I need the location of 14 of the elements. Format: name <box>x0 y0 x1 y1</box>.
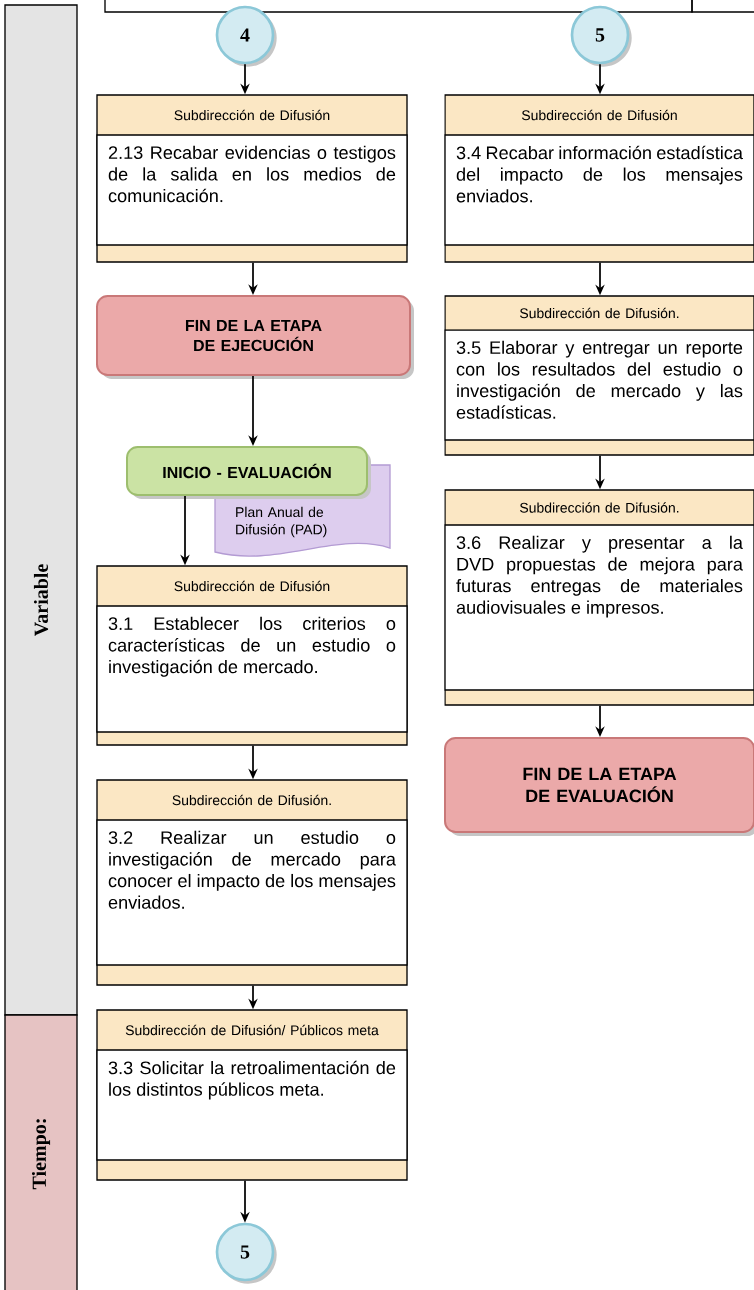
lane-band: Tiempo: <box>4 1014 78 1290</box>
terminal-box: FIN DE LA ETAPA DE EVALUACIÓN <box>444 737 754 836</box>
process-box: Subdirección de Difusión. 3.6 Realizar y presentar a la DVD propuestas de mejora para futuras entregas de materiales audiovisuales e impresos. <box>444 489 754 706</box>
terminal-box: FIN DE LA ETAPA DE EJECUCIÓN <box>96 295 414 379</box>
process-box: Subdirección de Difusión 3.1 Establecer los criterios o características de un estudio o investigación de mercado. <box>96 565 408 746</box>
process-box <box>104 0 693 13</box>
process-box: Subdirección de Difusión. 3.5 Elaborar y entregar un reporte con los resultados del estudio o investigación de mercado y las estadísticas. <box>444 295 754 456</box>
lane-band: Variable <box>4 4 78 1016</box>
start-box: INICIO - EVALUACIÓN <box>126 446 371 499</box>
process-box: Subdirección de Difusión 2.13 Recabar evidencias o testigos de la salida en los medios de comunicación. <box>96 94 408 263</box>
process-box: Subdirección de Difusión/ Públicos meta 3.3 Solicitar la retroalimentación de los distintos públicos meta. <box>96 1009 408 1181</box>
process-box: Subdirección de Difusión. 3.2 Realizar un estudio o investigación de mercado para conocer el impacto de los mensajes enviados. <box>96 779 408 986</box>
process-box: Subdirección de Difusión 3.4 Recabar información estadística del impacto de los mensajes enviados. <box>444 94 754 263</box>
process-box <box>691 0 754 13</box>
